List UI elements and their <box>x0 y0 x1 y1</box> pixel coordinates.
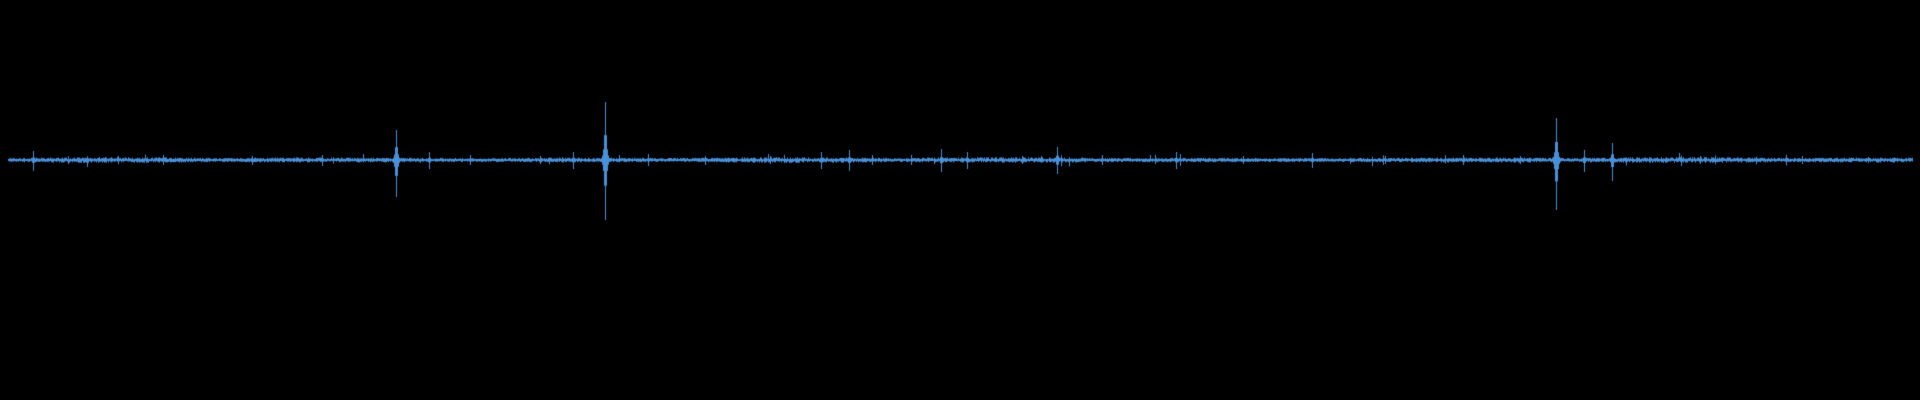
audio-waveform-panel <box>0 0 1920 400</box>
audio-waveform[interactable] <box>0 0 1920 400</box>
